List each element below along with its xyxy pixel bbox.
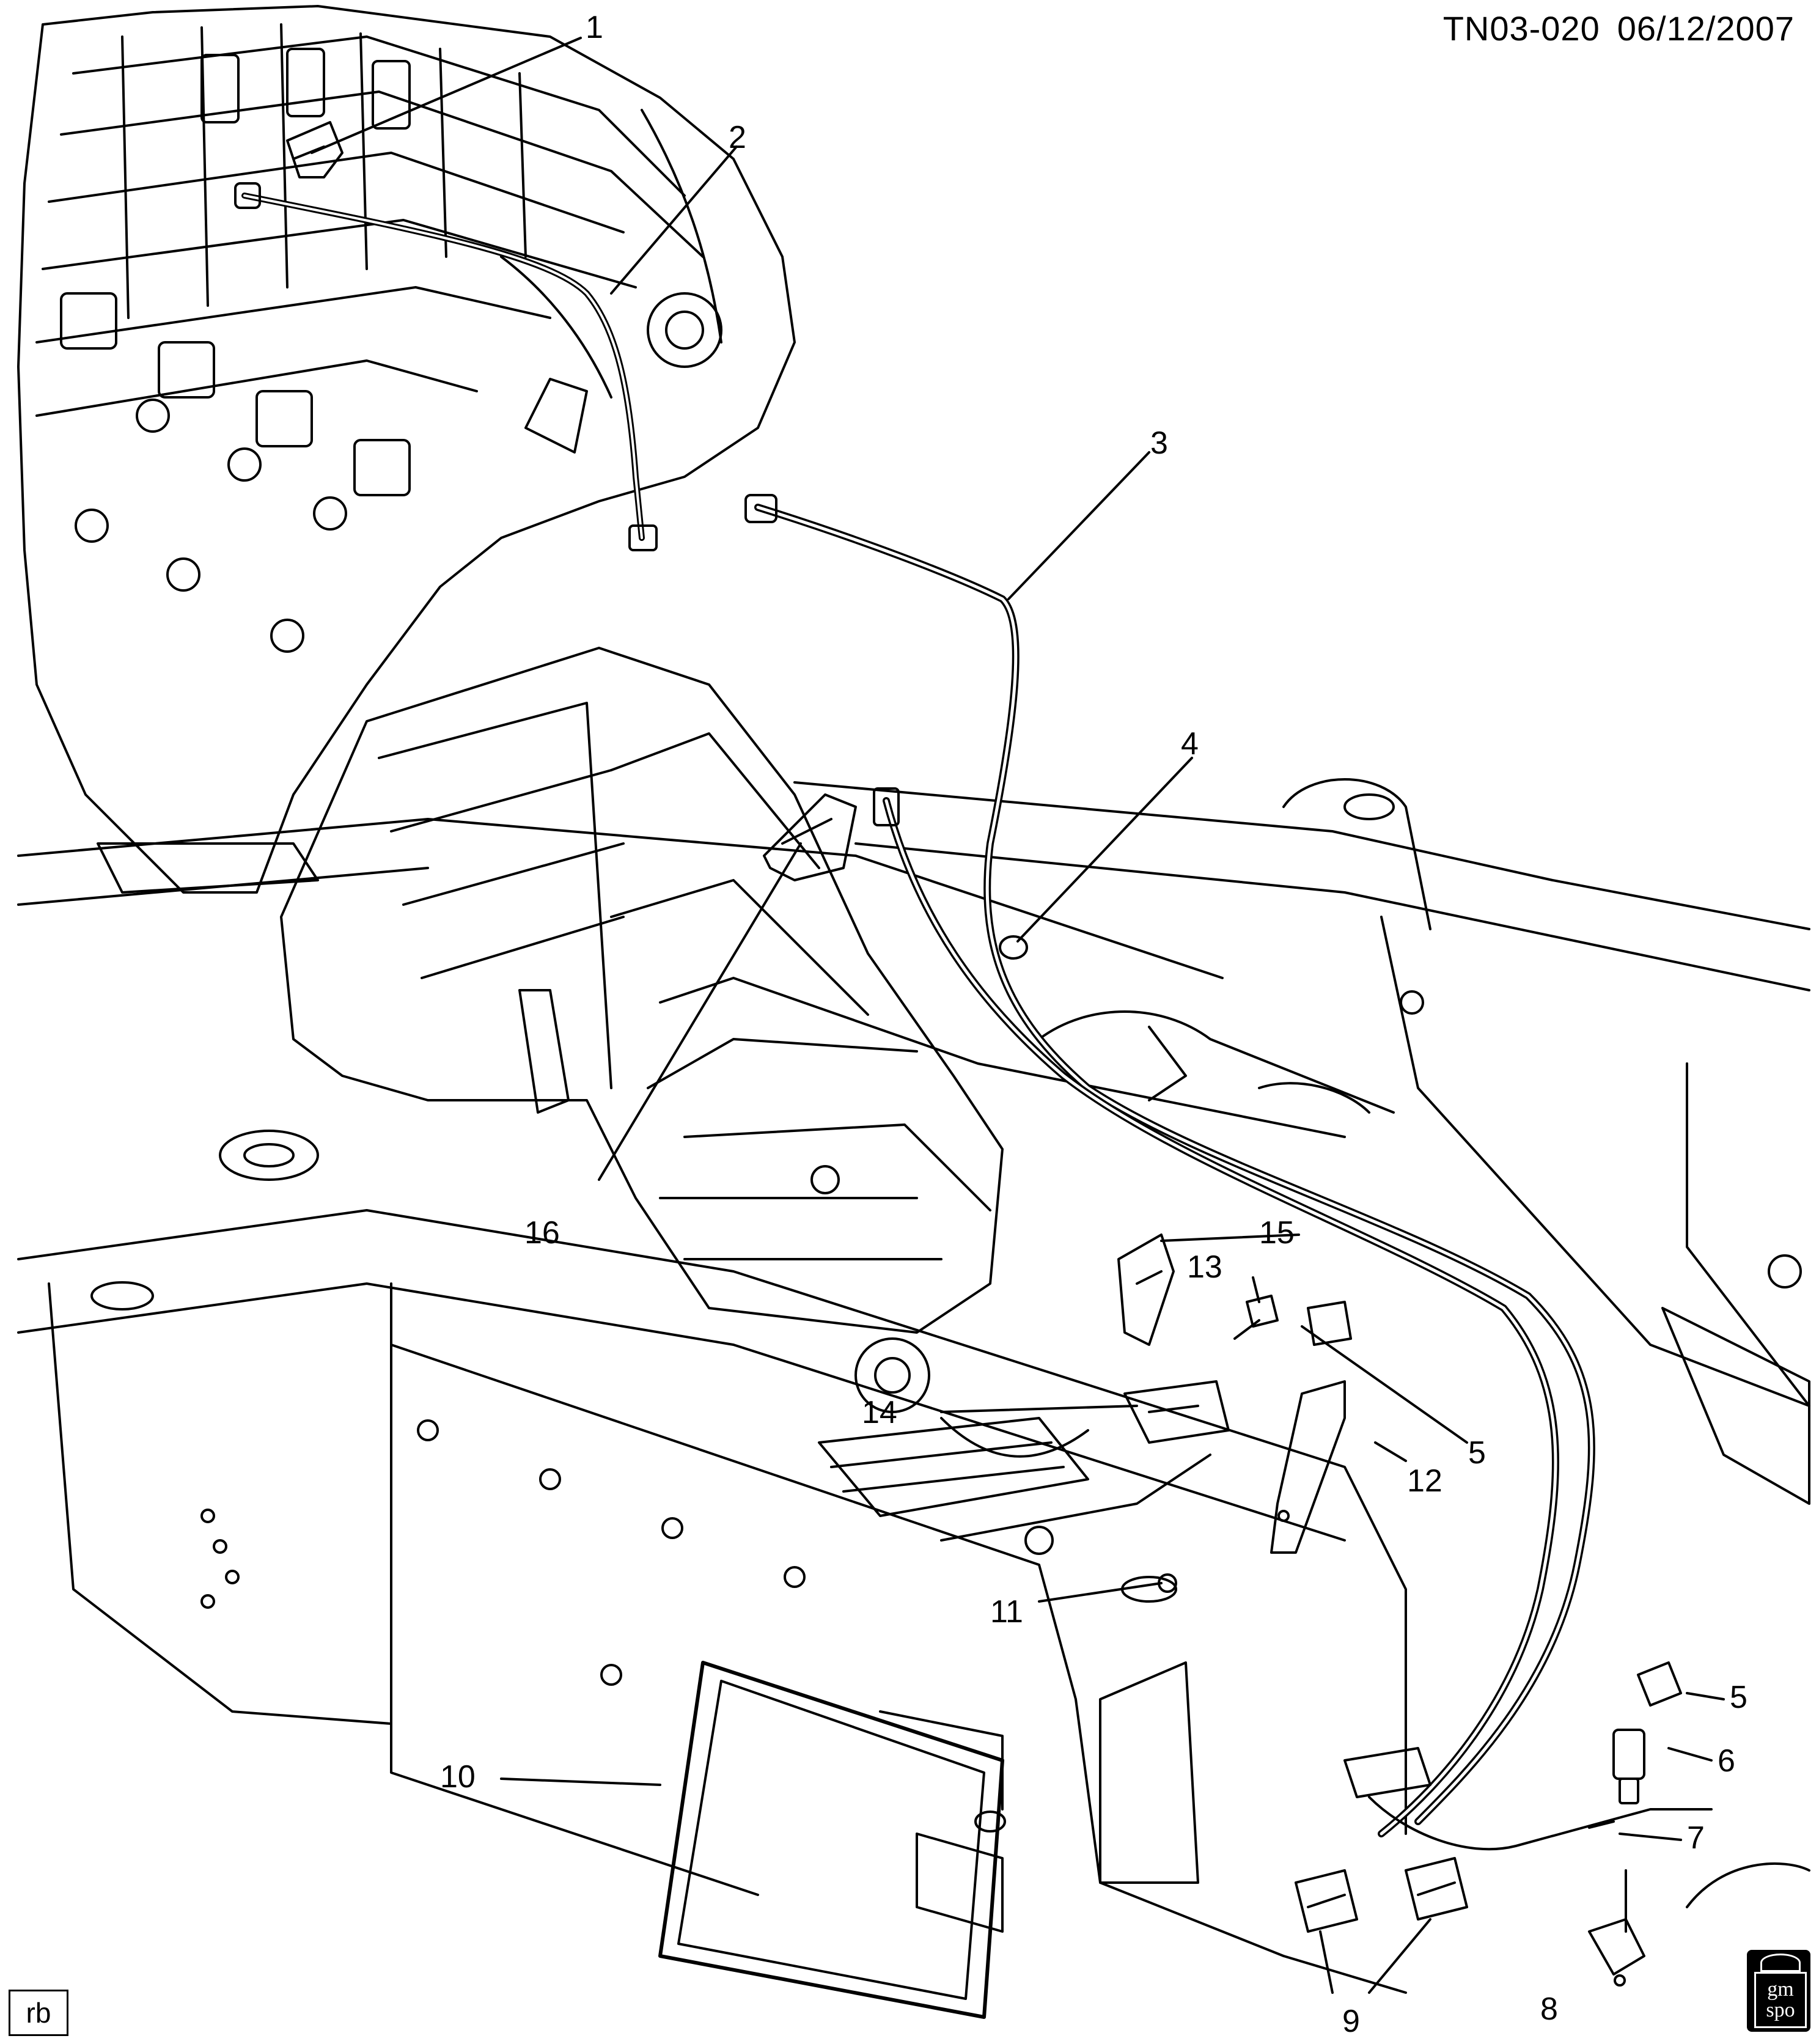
callout-10: 10: [440, 1759, 476, 1795]
part-3-evap-line: [744, 494, 1713, 1851]
callout-11: 11: [990, 1594, 1023, 1630]
part-5-clip-lower: [1637, 1661, 1682, 1707]
part-7-seal: [1588, 1820, 1615, 1829]
callout-3: 3: [1150, 425, 1168, 461]
callout-4: 4: [1181, 726, 1199, 762]
part-9-clip-left: [1295, 1869, 1358, 1933]
engine-assembly: [17, 5, 796, 894]
callout-12: 12: [1407, 1463, 1442, 1499]
diagram-code: TN03-020: [1442, 9, 1600, 48]
driveshaft-area: [818, 1417, 1211, 1555]
leader-lines: [311, 37, 1725, 1994]
callout-1: 1: [586, 10, 603, 45]
logo-text-gm: gm: [1767, 1978, 1794, 2001]
callout-labels: 1 2 3 4 5 5 6 7 8 9 10 11 12 13 14 15 16: [440, 10, 1747, 2039]
part-6-sensor: [1612, 1729, 1645, 1804]
corner-tag: rb: [9, 1990, 68, 2036]
part-4-grommet: [999, 935, 1028, 960]
part-2-evap-pipe: [234, 182, 658, 551]
callout-6: 6: [1718, 1743, 1735, 1779]
part-10-evap-canister: [658, 1661, 1006, 2019]
callout-8: 8: [1540, 1991, 1558, 2027]
callout-7: 7: [1687, 1820, 1705, 1856]
part-16-bracket: [763, 793, 857, 881]
diagram-date: 06/12/2007: [1617, 9, 1795, 48]
part-13-bolt: [1233, 1295, 1279, 1340]
part-5-clip-upper: [1307, 1301, 1352, 1346]
callout-16: 16: [524, 1215, 560, 1251]
callout-9: 9: [1342, 2004, 1360, 2039]
part-14-bracket: [1123, 1380, 1230, 1444]
part-12-bracket: [1270, 1380, 1346, 1554]
logo-text-spo: spo: [1766, 1999, 1795, 2021]
callout-13: 13: [1187, 1249, 1222, 1285]
gm-spo-logo: gm spo: [1747, 1950, 1810, 2032]
part-15-clip: [1117, 1233, 1175, 1346]
part-8-connector: [1588, 1918, 1645, 1987]
part-9-clip-right: [1405, 1857, 1468, 1921]
diagram-header: TN03-020 06/12/2007: [1426, 9, 1795, 48]
callout-14: 14: [862, 1395, 897, 1430]
vehicle-frame: [17, 778, 1810, 1994]
callout-5-lower: 5: [1730, 1680, 1747, 1715]
part-1-clip: [286, 121, 344, 178]
transmission-assembly: [280, 647, 1089, 1458]
callout-5-upper: 5: [1468, 1435, 1486, 1471]
callout-2: 2: [729, 120, 746, 155]
callout-15: 15: [1259, 1215, 1295, 1251]
